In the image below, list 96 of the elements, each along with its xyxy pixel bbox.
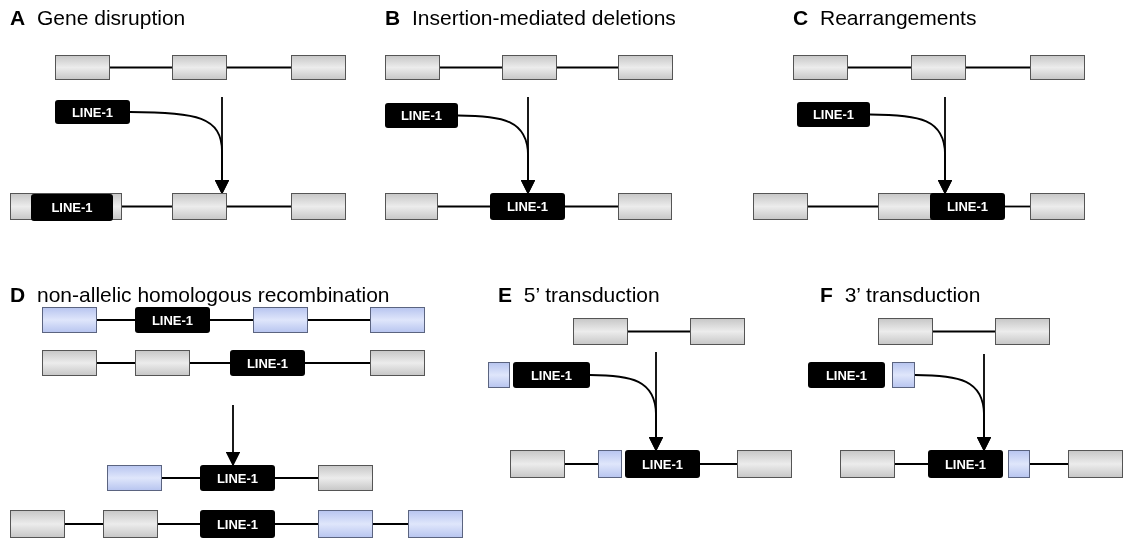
connector-line: [965, 66, 1031, 69]
exon-box: [370, 350, 425, 376]
connector-line: [64, 523, 104, 525]
flanking-sequence-box: [370, 307, 425, 333]
flanking-sequence-box: [107, 465, 162, 491]
connector-line: [189, 362, 231, 364]
element-box: LINE-1: [200, 510, 275, 538]
exon-box: [172, 193, 227, 220]
element-box: LINE-1: [490, 193, 565, 220]
connector-line: [627, 330, 691, 333]
connector-line: [847, 66, 912, 69]
exon-box: [55, 55, 110, 80]
exon-box: [618, 193, 672, 220]
connector-line: [304, 362, 371, 364]
connector-line: [699, 463, 738, 465]
exon-box: [502, 55, 557, 80]
exon-box: [510, 450, 565, 478]
element-box: LINE-1: [230, 350, 305, 376]
connector-line: [226, 66, 292, 69]
connector-line: [564, 463, 599, 465]
exon-box: [10, 510, 65, 538]
exon-box: [793, 55, 848, 80]
connector-line: [121, 205, 173, 208]
element-box: LINE-1: [797, 102, 870, 127]
connector-line: [556, 66, 619, 69]
exon-box: [1068, 450, 1123, 478]
exon-box: [103, 510, 158, 538]
connector-line: [807, 205, 879, 208]
exon-box: [385, 193, 438, 220]
element-box: LINE-1: [808, 362, 885, 388]
flanking-sequence-box: [598, 450, 622, 478]
connector-line: [1029, 463, 1069, 465]
exon-box: [318, 465, 373, 491]
connector-line: [96, 319, 136, 321]
connector-line: [96, 362, 136, 364]
exon-box: [753, 193, 808, 220]
connector-line: [932, 330, 996, 333]
flanking-sequence-box: [408, 510, 463, 538]
connector-line: [437, 205, 491, 208]
connector-line: [307, 319, 371, 321]
exon-box: [878, 318, 933, 345]
flanking-sequence-box: [892, 362, 915, 388]
panel-heading: D non-allelic homologous recombination: [10, 283, 390, 307]
exon-box: [573, 318, 628, 345]
exon-box: [995, 318, 1050, 345]
connector-line: [226, 205, 292, 208]
exon-box: [42, 350, 97, 376]
flanking-sequence-box: [318, 510, 373, 538]
connector-line: [161, 477, 201, 479]
connector-line: [109, 66, 173, 69]
exon-box: [291, 55, 346, 80]
element-box: LINE-1: [135, 307, 210, 333]
element-box: LINE-1: [55, 100, 130, 124]
connector-line: [274, 523, 319, 525]
exon-box: [10, 193, 122, 220]
element-box: LINE-1: [625, 450, 700, 478]
connector-line: [564, 205, 619, 208]
connector-line: [372, 523, 409, 525]
flanking-sequence-box: [253, 307, 308, 333]
connector-line: [157, 523, 201, 525]
panel-heading: F 3’ transduction: [820, 283, 981, 307]
connector-line: [209, 319, 254, 321]
flanking-sequence-box: [42, 307, 97, 333]
arrow: [937, 96, 953, 195]
connector-line: [439, 66, 503, 69]
arrow: [214, 96, 230, 195]
element-box: LINE-1: [928, 450, 1003, 478]
flanking-sequence-box: [488, 362, 510, 388]
element-box: LINE-1: [385, 103, 458, 128]
flanking-sequence-box: [1008, 450, 1030, 478]
arrow: [520, 96, 536, 195]
exon-box: [172, 55, 227, 80]
exon-box: [737, 450, 792, 478]
panel-heading: E 5’ transduction: [498, 283, 660, 307]
exon-box: [690, 318, 745, 345]
exon-box: [385, 55, 440, 80]
element-box: LINE-1: [930, 193, 1005, 220]
arrow: [648, 351, 664, 452]
exon-box: [618, 55, 673, 80]
exon-box: [291, 193, 346, 220]
connector-line: [274, 477, 319, 479]
exon-box: [840, 450, 895, 478]
panel-heading: A Gene disruption: [10, 6, 186, 30]
connector-line: [1004, 205, 1031, 208]
arrow: [225, 404, 241, 467]
panel-heading: B Insertion-mediated deletions: [385, 6, 676, 30]
exon-box: [1030, 193, 1085, 220]
element-box: LINE-1: [31, 194, 113, 221]
connector-line: [894, 463, 929, 465]
exon-box: [911, 55, 966, 80]
exon-box: [135, 350, 190, 376]
arrow: [976, 353, 992, 452]
element-box: LINE-1: [513, 362, 590, 388]
element-box: LINE-1: [200, 465, 275, 491]
exon-box: [1030, 55, 1085, 80]
panel-heading: C Rearrangements: [793, 6, 977, 30]
